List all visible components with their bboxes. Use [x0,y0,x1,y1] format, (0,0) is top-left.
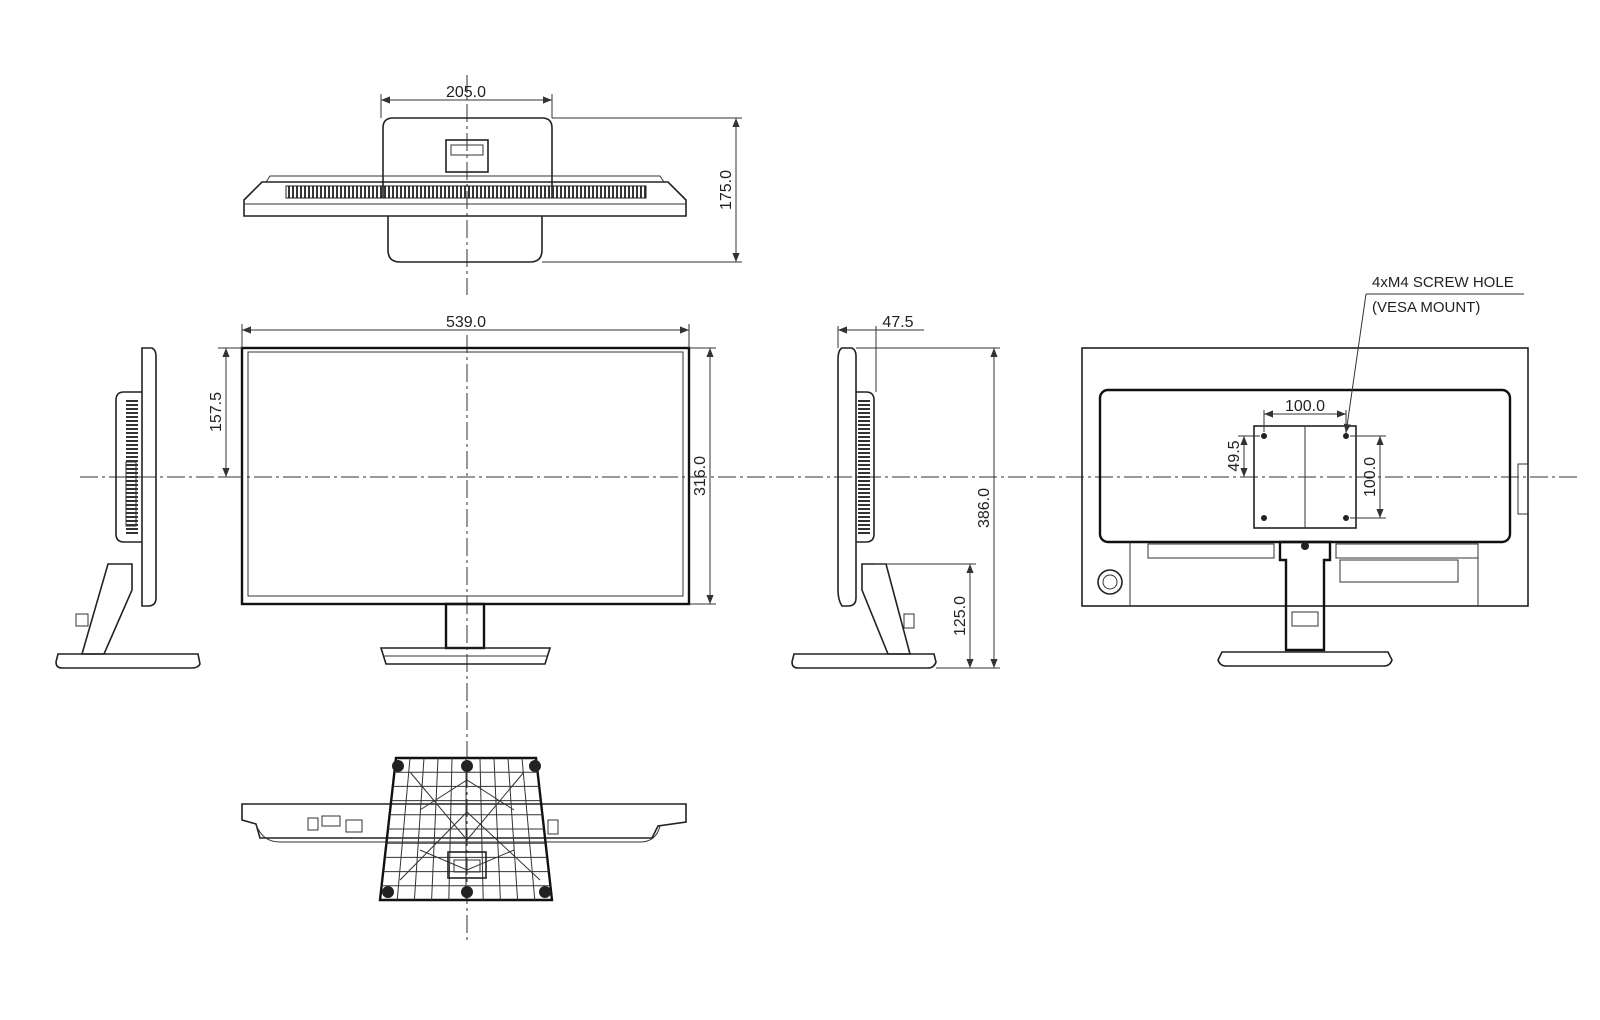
dim-total-height: 386.0 [856,347,1000,669]
dim-top-depth: 175.0 [542,117,742,263]
screw-hole-note-line2: (VESA MOUNT) [1372,299,1480,316]
dim-front-width: 539.0 [241,314,690,348]
dim-side-depth-label: 47.5 [882,314,913,331]
dim-top-depth-label: 175.0 [718,170,735,210]
dim-stand-height: 125.0 [874,563,976,668]
dim-front-half-height: 157.5 [208,347,242,478]
dim-front-height: 316.0 [689,347,716,605]
dim-total-height-label: 386.0 [976,488,993,528]
screw-hole-note-line1: 4xM4 SCREW HOLE [1372,274,1514,291]
center-lines [80,75,1580,940]
left-side-view [55,347,201,669]
dim-vesa-horizontal-label: 100.0 [1285,398,1325,415]
dim-stand-height-label: 125.0 [952,596,969,636]
top-view [243,117,687,263]
dim-vesa-offset-label: 49.5 [1226,440,1243,471]
front-view [240,346,691,665]
screw-hole-note: 4xM4 SCREW HOLE (VESA MOUNT) [1343,274,1524,434]
rear-view [1081,347,1529,667]
dim-vesa-vertical-label: 100.0 [1362,457,1379,497]
dim-top-width: 205.0 [380,84,553,118]
bottom-view [241,756,687,902]
dim-vesa-offset: 49.5 [1226,435,1260,477]
dim-top-width-label: 205.0 [446,84,486,101]
right-side-view [791,347,937,669]
dim-front-width-label: 539.0 [446,314,486,331]
dim-front-half-height-label: 157.5 [208,392,225,432]
dim-vesa-vertical: 100.0 [1350,435,1386,519]
dim-side-depth: 47.5 [837,314,924,392]
dim-front-height-label: 316.0 [692,456,709,496]
